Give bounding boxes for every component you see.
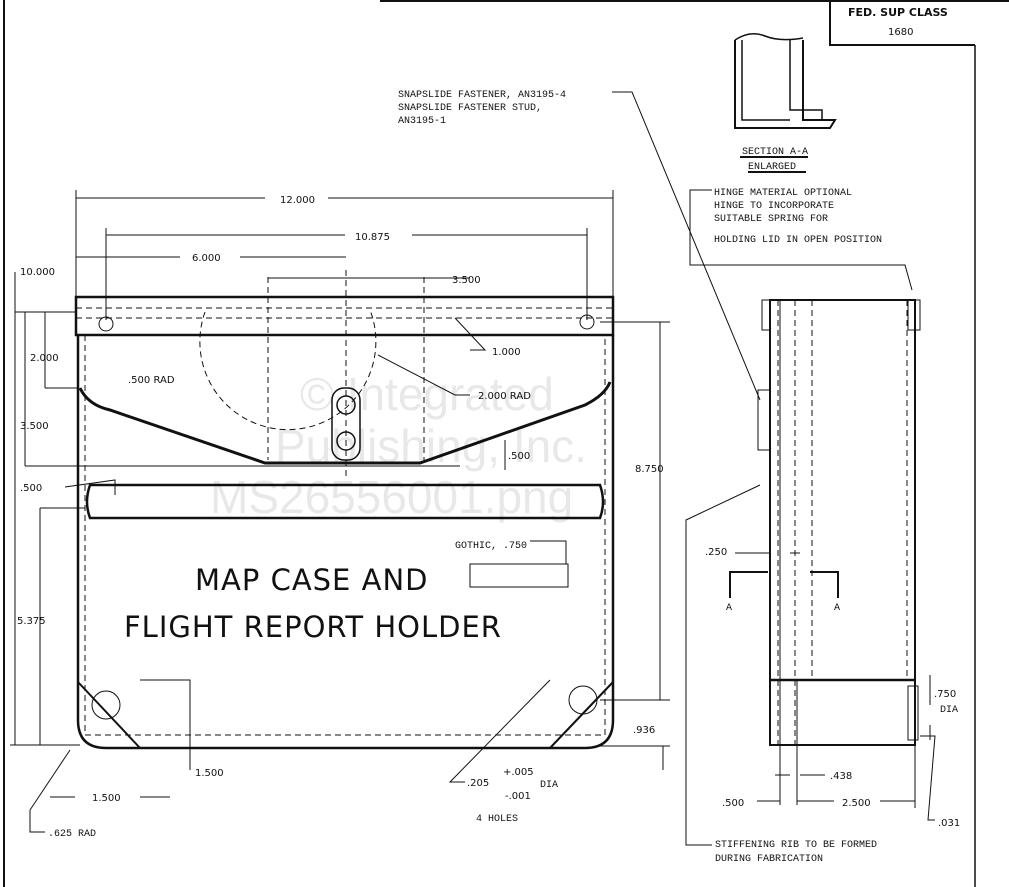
dim-250: .250 <box>705 547 727 558</box>
dim-625-rad: .625 RAD <box>48 829 96 840</box>
dim-438: .438 <box>830 771 852 782</box>
dim-dia-rib: DIA <box>940 705 958 716</box>
dim-1000: 1.000 <box>492 347 521 358</box>
note-hinge-3: SUITABLE SPRING FOR <box>714 214 828 225</box>
fed-sup-class-box: FED. SUP CLASS 1680 <box>829 0 975 46</box>
dim-10000: 10.000 <box>20 267 55 278</box>
note-lettering: GOTHIC, .750 <box>455 541 527 552</box>
note-rib-1: STIFFENING RIB TO BE FORMED <box>715 840 877 851</box>
fastener-leader <box>612 91 761 401</box>
dim-1500-vertical: 1.500 <box>195 768 224 779</box>
dim-3500-top: 3.500 <box>452 275 481 286</box>
dim-12000: 12.000 <box>280 195 315 206</box>
note-fastener-3: AN3195-1 <box>398 116 446 127</box>
section-a-a-view: SECTION A-A ENLARGED <box>734 33 837 173</box>
dim-936: .936 <box>633 725 655 736</box>
dim-2000: 2.000 <box>30 353 59 364</box>
dim-500-side: .500 <box>722 798 744 809</box>
dim-205-hole: .205 <box>467 778 489 789</box>
dim-5375: 5.375 <box>17 616 46 627</box>
label-line-2: FLIGHT REPORT HOLDER <box>124 610 502 644</box>
dim-2500: 2.500 <box>842 798 871 809</box>
dim-500-rad: .500 RAD <box>128 375 175 386</box>
tolerance-minus: -.001 <box>505 791 531 802</box>
section-arrow-label-right: A <box>834 603 840 614</box>
fed-sup-class-label: FED. SUP CLASS <box>848 6 948 19</box>
side-view <box>685 299 936 846</box>
watermark-line-3: MS26556001.png <box>210 471 573 523</box>
note-rib-2: DURING FABRICATION <box>715 854 823 865</box>
watermark-line-2: Publishing, Inc. <box>275 420 587 472</box>
hinge-leader <box>689 189 913 291</box>
note-4-holes: 4 HOLES <box>476 814 518 825</box>
dim-10875: 10.875 <box>355 232 390 243</box>
watermark-line-1: © Integrated <box>300 368 554 420</box>
dim-500-slot: .500 <box>20 483 42 494</box>
dim-1500-horizontal: 1.500 <box>92 793 121 804</box>
section-subtitle: ENLARGED <box>748 162 796 173</box>
note-hinge-4: HOLDING LID IN OPEN POSITION <box>714 235 882 246</box>
note-hinge-2: HINGE TO INCORPORATE <box>714 201 834 212</box>
dim-8750: 8.750 <box>635 464 664 475</box>
dim-031: .031 <box>938 818 960 829</box>
note-hinge-1: HINGE MATERIAL OPTIONAL <box>714 188 852 199</box>
watermark: © Integrated Publishing, Inc. MS26556001… <box>210 368 587 523</box>
section-title: SECTION A-A <box>742 147 808 158</box>
dim-dia-hole: DIA <box>540 780 558 791</box>
section-arrow-label-left: A <box>726 603 732 614</box>
note-fastener-1: SNAPSLIDE FASTENER, AN3195-4 <box>398 90 566 101</box>
tolerance-plus: +.005 <box>503 767 534 778</box>
label-line-1: MAP CASE AND <box>195 563 428 597</box>
dimension-lines <box>10 190 670 833</box>
note-fastener-2: SNAPSLIDE FASTENER STUD, <box>398 103 542 114</box>
dim-500-flap: .500 <box>508 451 530 462</box>
front-view <box>74 270 615 750</box>
dim-6000: 6.000 <box>192 253 221 264</box>
dim-3500-left: 3.500 <box>20 421 49 432</box>
fed-sup-class-value: 1680 <box>888 27 913 38</box>
dim-2000-rad: 2.000 RAD <box>478 391 531 402</box>
dim-750: .750 <box>934 689 956 700</box>
